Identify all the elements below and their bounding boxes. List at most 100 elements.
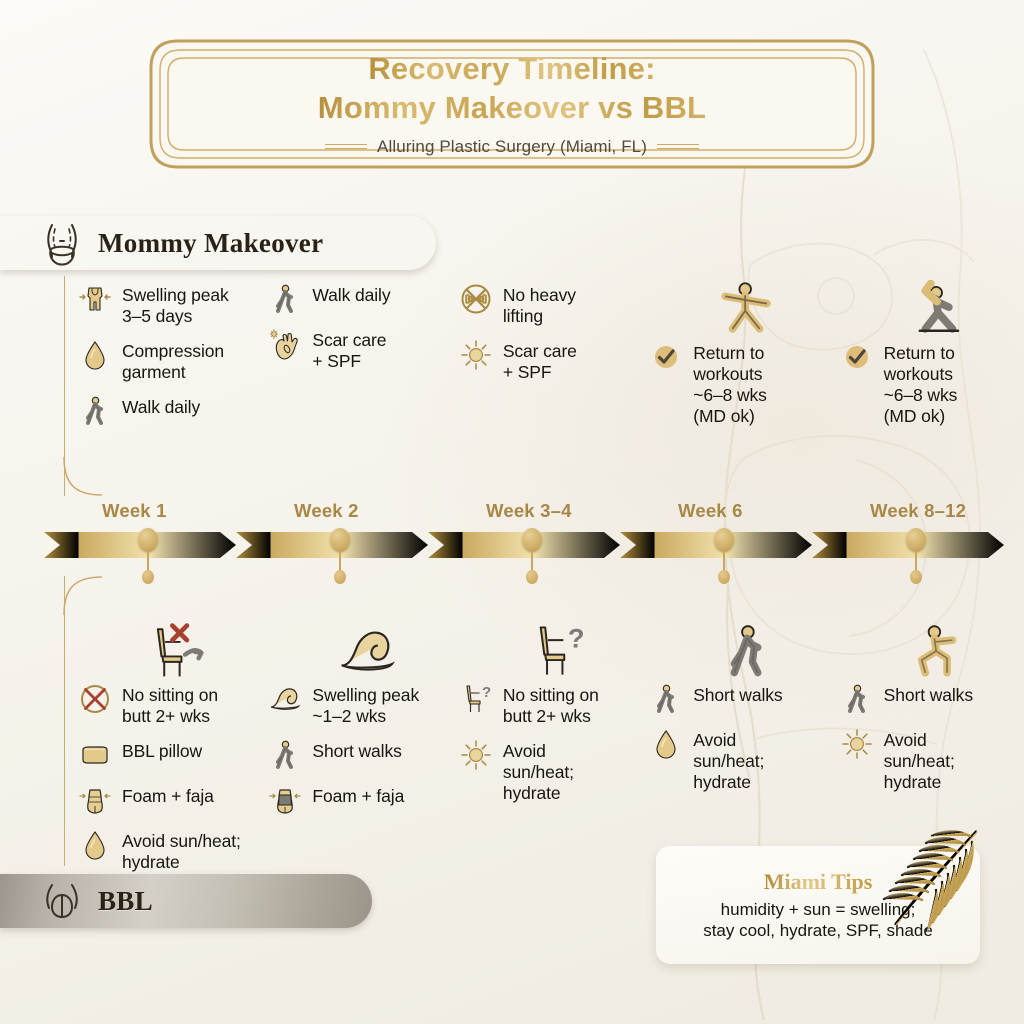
list-item: Avoid sun/heat; hydrate bbox=[840, 727, 1006, 793]
list-item: Short walks bbox=[649, 682, 815, 716]
timeline-node-5[interactable] bbox=[904, 528, 928, 584]
list-item: Avoid sun/heat; hydrate bbox=[78, 828, 244, 873]
walking-person-icon bbox=[268, 738, 302, 772]
list-item: Return to workouts ~6–8 wks (MD ok) bbox=[649, 340, 815, 427]
plaque-frame bbox=[149, 39, 875, 169]
walking-person-icon bbox=[679, 624, 815, 678]
timeline-node-dot bbox=[526, 570, 538, 584]
miami-tips-card: Miami Tips humidity + sun = swelling; st… bbox=[656, 830, 980, 964]
list-item: Scar care + SPF bbox=[268, 327, 434, 372]
timeline-node-circle bbox=[138, 528, 158, 552]
list-item-label: BBL pillow bbox=[122, 741, 203, 761]
section-banner-mommy-makeover: Mommy Makeover bbox=[0, 216, 436, 270]
droplet-icon bbox=[649, 727, 683, 761]
timeline-node-stem bbox=[531, 552, 533, 574]
list-item-label: Scar care + SPF bbox=[502, 341, 577, 382]
buttocks-contour-icon bbox=[46, 884, 78, 918]
list-item: ? No sitting on butt 2+ wks bbox=[459, 682, 625, 727]
circle-cross-icon bbox=[78, 682, 112, 716]
list-item-label: No sitting on butt 2+ wks bbox=[122, 685, 218, 726]
check-circle-icon bbox=[840, 340, 874, 374]
timeline-node-circle bbox=[330, 528, 350, 552]
page-subtitle: Alluring Plastic Surgery (Miami, FL) bbox=[377, 136, 647, 156]
yoga-warrior-person-icon bbox=[870, 280, 1006, 336]
list-item-label: Avoid sun/heat; hydrate bbox=[502, 741, 574, 803]
subtitle-rule-left bbox=[325, 144, 367, 150]
pillow-icon bbox=[78, 738, 112, 772]
compression-garment-icon bbox=[78, 282, 112, 316]
timeline-week-label-2: Week 2 bbox=[294, 500, 359, 521]
timeline-node-stem bbox=[147, 552, 149, 574]
walking-person-icon bbox=[268, 282, 302, 316]
timeline-node-2[interactable] bbox=[328, 528, 352, 584]
hand-sunscreen-icon bbox=[268, 327, 302, 361]
list-item-label: Return to workouts ~6–8 wks (MD ok) bbox=[693, 343, 767, 426]
wave-icon bbox=[268, 682, 302, 716]
sun-icon bbox=[840, 727, 874, 761]
timeline-node-dot bbox=[910, 570, 922, 584]
torso-contour-icon bbox=[47, 224, 77, 266]
list-item: BBL pillow bbox=[78, 738, 244, 772]
timeline-node-circle bbox=[714, 528, 734, 552]
faja-icon bbox=[78, 783, 112, 817]
list-item-label: Avoid sun/heat; hydrate bbox=[122, 831, 241, 872]
list-item-label: Return to workouts ~6–8 wks (MD ok) bbox=[883, 343, 958, 426]
banner-label-bbl: BBL bbox=[98, 885, 153, 916]
list-item-label: Walk daily bbox=[312, 285, 391, 305]
stretching-person-icon bbox=[679, 282, 815, 336]
list-item: Scar care + SPF bbox=[459, 338, 625, 383]
no-heavy-lifting-icon bbox=[459, 282, 493, 316]
list-item-label: No sitting on butt 2+ wks bbox=[502, 685, 599, 726]
timeline-week-label-4: Week 6 bbox=[678, 500, 743, 521]
miami-tips-title: Miami Tips bbox=[763, 868, 873, 894]
timeline-node-4[interactable] bbox=[712, 528, 736, 584]
list-item-label: Short walks bbox=[693, 685, 783, 705]
list-item: Walk daily bbox=[78, 394, 244, 428]
list-item-label: Foam + faja bbox=[312, 786, 405, 806]
timeline-node-stem bbox=[915, 552, 917, 574]
timeline-week-label-5: Week 8–12 bbox=[870, 500, 967, 521]
list-item: Swelling peak ~1–2 wks bbox=[268, 682, 434, 727]
list-item: No sitting on butt 2+ wks bbox=[78, 682, 244, 727]
svg-text:?: ? bbox=[482, 684, 491, 701]
timeline-node-stem bbox=[339, 552, 341, 574]
walking-person-icon bbox=[840, 682, 874, 716]
timeline-node-1[interactable] bbox=[136, 528, 160, 584]
walking-person-icon bbox=[78, 394, 112, 428]
droplet-icon bbox=[78, 338, 112, 372]
list-item: Foam + faja bbox=[78, 783, 244, 817]
droplet-icon bbox=[78, 828, 112, 862]
list-item-label: No heavy lifting bbox=[502, 285, 576, 326]
no-sitting-chair-icon bbox=[108, 623, 244, 678]
list-item: Short walks bbox=[840, 682, 1006, 716]
title-plaque: Recovery Timeline: Mommy Makeover vs BBL… bbox=[148, 38, 876, 170]
timeline-node-dot bbox=[718, 570, 730, 584]
list-item: Swelling peak 3–5 days bbox=[78, 282, 244, 327]
chair-question-icon: ? bbox=[459, 682, 493, 716]
list-item-label: Avoid sun/heat; hydrate bbox=[883, 730, 955, 792]
bottom-gold-bar bbox=[0, 1006, 1024, 1024]
list-item-label: Swelling peak ~1–2 wks bbox=[312, 685, 420, 726]
list-item-label: Compression garment bbox=[122, 341, 224, 382]
list-item-label: Short walks bbox=[883, 685, 973, 705]
miami-tips-line2: stay cool, hydrate, SPF, shade bbox=[703, 920, 933, 940]
sun-icon bbox=[459, 738, 493, 772]
list-item: No heavy lifting bbox=[459, 282, 625, 327]
panel-rail bbox=[64, 576, 65, 866]
check-circle-icon bbox=[649, 340, 683, 374]
svg-text:?: ? bbox=[568, 622, 585, 653]
list-item: Avoid sun/heat; hydrate bbox=[649, 727, 815, 793]
timeline-node-3[interactable] bbox=[520, 528, 544, 584]
miami-tips-line1: humidity + sun = swelling; bbox=[720, 899, 916, 919]
